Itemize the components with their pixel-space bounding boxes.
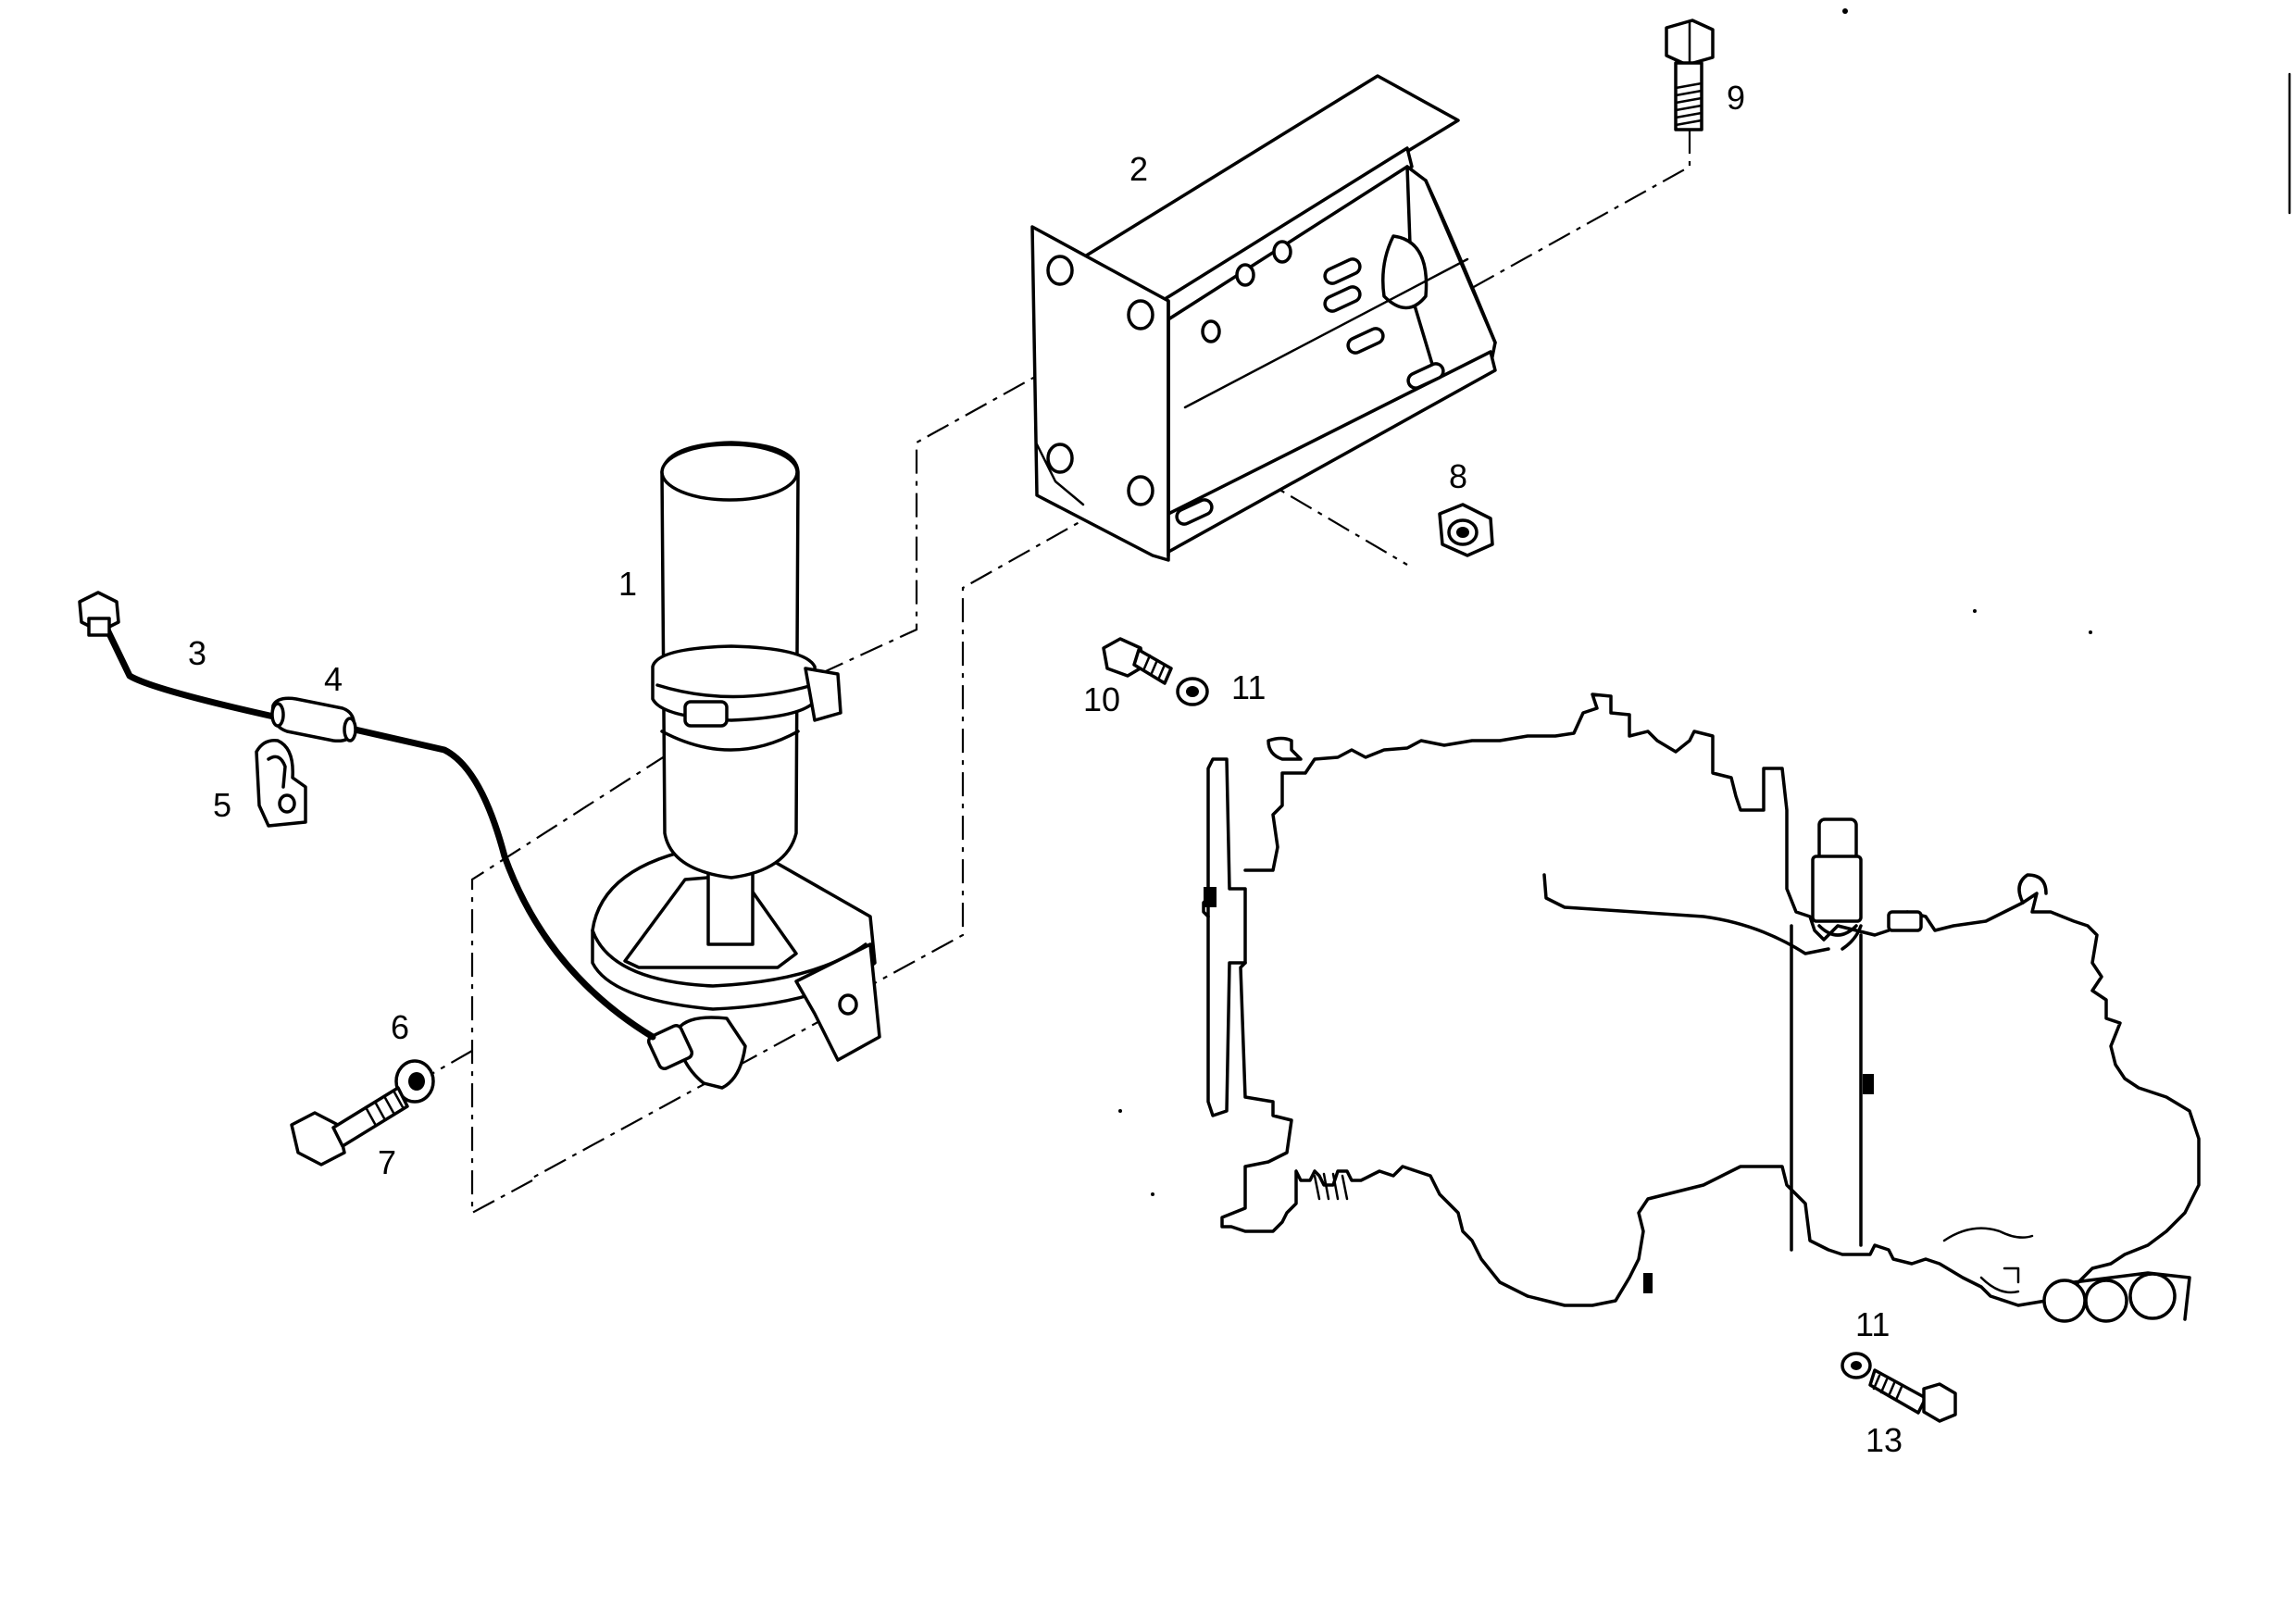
callout-5: 5 (213, 786, 231, 824)
fuel-hose-3 (78, 591, 656, 1041)
washer-11-upper (1176, 677, 1209, 706)
washer-11-lower (1841, 1352, 1872, 1379)
bolt-9 (1665, 19, 1715, 131)
callout-11-upper: 11 (1231, 668, 1266, 706)
callout-6: 6 (391, 1008, 409, 1046)
bolt-13 (1868, 1368, 1957, 1423)
callout-11-lower: 11 (1855, 1305, 1890, 1343)
hose-sleeve-4 (270, 696, 357, 743)
hose-clip-5 (255, 739, 307, 828)
callout-4: 4 (324, 660, 343, 698)
mounting-bracket (1030, 74, 1497, 562)
callout-1: 1 (618, 565, 637, 603)
callout-10: 10 (1083, 680, 1120, 718)
callout-9: 9 (1727, 79, 1745, 117)
callout-13: 13 (1866, 1421, 1903, 1459)
scan-artifacts (1118, 8, 2291, 1196)
bolt-7 (290, 1086, 409, 1167)
washer-6 (394, 1059, 435, 1104)
callout-2: 2 (1129, 150, 1148, 188)
engine-outline (1202, 692, 2201, 1323)
callout-3: 3 (188, 634, 206, 672)
bolt-10 (1102, 637, 1173, 685)
filter-assembly (591, 441, 881, 1090)
nut-8 (1438, 503, 1494, 557)
callout-7: 7 (378, 1143, 396, 1181)
callout-8: 8 (1449, 457, 1467, 495)
